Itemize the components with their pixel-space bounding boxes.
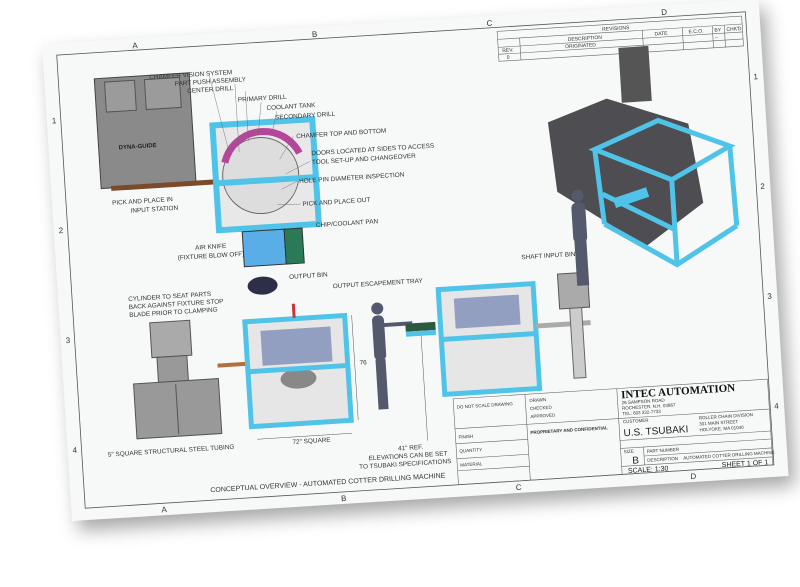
- customer-name: U.S. TSUBAKI: [623, 424, 688, 439]
- rev-header: E.C.O.: [688, 28, 703, 35]
- col-label: B: [341, 494, 347, 503]
- company-address: TEL: 603 332-7733: [622, 409, 661, 416]
- callout-label: PICK AND PLACE OUT: [302, 197, 370, 208]
- sheet-number: SHEET 1 OF 1: [722, 459, 769, 469]
- row-label: 3: [65, 336, 71, 345]
- col-label: D: [690, 472, 697, 481]
- row-label: 4: [72, 446, 78, 455]
- part-number-label: PART NUMBER: [647, 447, 680, 454]
- customer-address: ROLLER CHAIN DIVISION: [699, 412, 753, 420]
- callout-label: CHIP/COOLANT PAN: [316, 218, 379, 229]
- feeder-brand: DYNA-GUIDE: [119, 143, 157, 151]
- output-escapement-tray: [405, 321, 437, 337]
- callout-label: COOLANT TANK: [266, 102, 316, 112]
- col-label: B: [312, 30, 318, 39]
- title-block-field: DO NOT SCALE DRAWING: [456, 401, 513, 410]
- title-block: [452, 378, 774, 486]
- row-label: 1: [753, 72, 759, 81]
- second-station-front-view: [435, 271, 591, 398]
- operator-figure: [371, 302, 413, 410]
- col-label: C: [486, 19, 493, 28]
- callout-label: SECONDARY DRILL: [275, 111, 336, 122]
- drawing-canvas: A B C D A B C D 1 2 3 4 1 2 3 4 REVISION…: [52, 8, 780, 515]
- rev-header: CHK'D: [726, 26, 742, 33]
- rev-header: DESCRIPTION: [568, 35, 603, 43]
- description-label: DESCRIPTION: [647, 456, 678, 463]
- description-value: AUTOMATED COTTER DRILLING MACHINE: [683, 450, 775, 461]
- callout-label: INPUT STATION: [130, 205, 178, 215]
- rev-header: DATE: [654, 31, 668, 38]
- drilling-station-front-view: [242, 303, 354, 430]
- title-block-field: DRAWN: [529, 397, 546, 403]
- customer-label: CUSTOMER: [623, 418, 650, 425]
- rev-header: REV.: [502, 47, 514, 54]
- callout-label: PART PUSH ASSEMBLY: [175, 76, 247, 88]
- drilling-station-top-view: [209, 115, 323, 295]
- dimension-label: 72" SQUARE: [292, 437, 331, 446]
- drawing-border: [56, 11, 775, 509]
- title-block-field: QUANTITY: [459, 447, 482, 453]
- rev-header: BY: [714, 27, 722, 33]
- row-label: 4: [774, 401, 780, 410]
- callout-label: SHAFT INPUT BIN: [521, 251, 576, 261]
- title-block-field: APPROVED: [530, 412, 556, 419]
- rev-cell: 0: [507, 55, 510, 61]
- isometric-machine-view: [547, 45, 740, 286]
- col-label: A: [161, 505, 168, 514]
- engineering-drawing-sheet: A B C D A B C D 1 2 3 4 1 2 3 4 REVISION…: [42, 0, 789, 522]
- drawing-title: CONCEPTUAL OVERVIEW - AUTOMATED COTTER D…: [210, 473, 446, 495]
- callout-label: PICK AND PLACE IN: [112, 196, 173, 207]
- row-label: 2: [58, 226, 64, 235]
- callout-label: PRIMARY DRILL: [238, 94, 288, 104]
- row-label: 1: [52, 116, 58, 125]
- scale: SCALE: 1:30: [628, 466, 669, 476]
- customer-address: 301 MAIN STREET: [699, 419, 738, 426]
- callout-label: OUTPUT ESCAPEMENT TRAY: [333, 278, 424, 291]
- company-address: ROCHESTER, N.H. 03867: [622, 402, 676, 410]
- company-name: INTEC AUTOMATION: [621, 382, 736, 401]
- row-label: 2: [760, 182, 766, 191]
- callout-label: CENTER DRILL: [187, 85, 234, 95]
- rev-cell: ORIGINATED: [565, 42, 596, 50]
- title-block-field: CHECKED: [530, 405, 553, 411]
- vibratory-feeder-top-view: DYNA-GUIDE: [93, 72, 222, 191]
- proprietary-notice: PROPRIETARY AND CONFIDENTIAL: [530, 425, 608, 435]
- dimension-label: 41" REF.: [398, 444, 424, 453]
- callout-label: ELEVATIONS CAN BE SET: [368, 450, 447, 462]
- dimension-label: 76: [359, 359, 367, 366]
- customer-address: HOLYOKE, MA 01040: [699, 425, 744, 433]
- col-label: A: [132, 41, 139, 50]
- callout-label: AIR KNIFE: [195, 243, 227, 252]
- title-block-field: FINISH: [458, 434, 473, 440]
- callout-label: OUTPUT BIN: [289, 272, 328, 281]
- col-label: C: [516, 483, 523, 492]
- rev-cell: --: [715, 35, 719, 41]
- dimension-label: 5" SQUARE STRUCTURAL STEEL TUBING: [108, 444, 235, 459]
- row-label: 3: [767, 292, 773, 301]
- col-label: D: [661, 8, 668, 17]
- sheet-size: B: [632, 455, 640, 466]
- callout-label: (FIXTURE BLOW OFF): [178, 251, 245, 262]
- revisions-title: REVISIONS: [602, 25, 630, 33]
- size-label: SIZE: [624, 449, 634, 455]
- feeder-front-view: [132, 319, 248, 440]
- company-address: 26 SAMPSON ROAD: [622, 398, 666, 406]
- title-block-field: MATERIAL: [460, 461, 483, 467]
